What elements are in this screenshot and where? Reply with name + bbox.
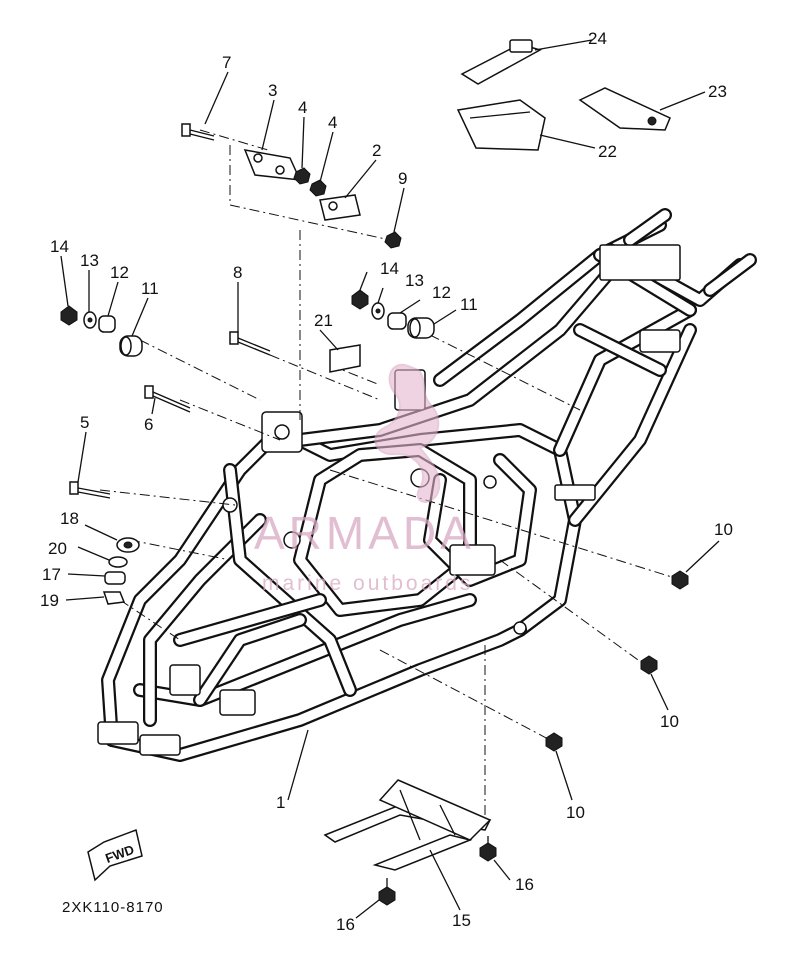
nut-10-c-icon: [545, 732, 563, 752]
callout-18: 18: [60, 509, 79, 528]
nut-10-b-icon: [640, 655, 658, 675]
bolt-5-icon: [181, 123, 215, 141]
bushing-11-right-icon: [407, 317, 435, 339]
nut-4-a-icon: [293, 167, 311, 185]
callout-15: 15: [452, 911, 471, 930]
strap-24-icon: [460, 39, 542, 85]
watermark-tagline: marine outboards: [262, 572, 473, 595]
bolt-16-b-icon: [378, 878, 396, 906]
callout-4-a: 4: [298, 98, 307, 117]
callout-6: 5: [80, 413, 89, 432]
callout-leaders: [60, 39, 720, 919]
clip-19-icon: [102, 591, 126, 605]
main-frame: [97, 208, 757, 762]
callout-10-a: 10: [714, 520, 733, 539]
damper-18-icon: [116, 537, 140, 553]
part-code: 2XK110-8170: [62, 899, 164, 916]
bushing-11-left-icon: [119, 335, 143, 357]
exploded-parts: FWD: [60, 39, 689, 906]
callout-17: 17: [42, 565, 61, 584]
callout-24: 24: [588, 29, 607, 48]
callout-20: 20: [48, 539, 67, 558]
callout-13-right: 13: [405, 271, 424, 290]
callout-numbers: 7 3 4 4 2 9 24 23 22 14 13 12 11 8 21 14…: [40, 29, 733, 934]
callout-9: 9: [398, 169, 407, 188]
callout-13-left: 13: [80, 251, 99, 270]
bolt-8-icon: [229, 331, 271, 356]
bracket-3-icon: [243, 149, 302, 181]
washer-20-icon: [108, 556, 128, 568]
callout-11-left: 11: [141, 279, 159, 298]
callout-19: 19: [40, 591, 59, 610]
callout-2: 2: [372, 141, 381, 160]
nut-4-b-icon: [309, 179, 327, 197]
nut-9-icon: [384, 231, 402, 249]
callout-12-right: 12: [432, 283, 451, 302]
bolt-6-icon: [69, 481, 111, 499]
callout-10-c: 10: [566, 803, 585, 822]
nut-14-right-icon: [351, 289, 369, 310]
watermark-brand: ARMADA: [254, 507, 475, 559]
bolt-16-a-icon: [479, 836, 497, 862]
collar-12-left-icon: [98, 315, 116, 333]
callout-10-b: 10: [660, 712, 679, 731]
fwd-arrow-icon: FWD: [87, 828, 143, 882]
collar-17-icon: [104, 571, 126, 585]
collar-12-right-icon: [387, 312, 407, 330]
pad-22-icon: [456, 99, 546, 151]
callout-14-left: 14: [50, 237, 69, 256]
washer-13-right-icon: [371, 302, 385, 320]
callout-23: 23: [708, 82, 727, 101]
callout-11-right: 11: [460, 295, 478, 314]
skid-plate-15-icon: [323, 779, 492, 871]
nut-10-a-icon: [671, 570, 689, 590]
callout-21: 21: [314, 311, 333, 330]
nut-14-left-icon: [60, 305, 78, 326]
callout-16-a: 16: [515, 875, 534, 894]
dashed-leaders: [99, 129, 676, 820]
callout-4-b: 4: [328, 113, 337, 132]
label-plate-21-icon: [329, 344, 361, 373]
watermark: ARMADA marine outboards: [254, 363, 475, 595]
callout-14-right: 14: [380, 259, 399, 278]
bolt-7-icon: [144, 385, 191, 413]
callout-1: 1: [276, 793, 285, 812]
callout-7: 6: [144, 415, 153, 434]
strap-23-icon: [578, 87, 671, 131]
callout-5: 7: [222, 53, 231, 72]
callout-22: 22: [598, 142, 617, 161]
watermark-seahorse-icon: [374, 363, 441, 503]
bracket-2-icon: [319, 194, 361, 221]
washer-13-left-icon: [83, 311, 97, 329]
callout-3: 3: [268, 81, 277, 100]
callout-8: 8: [233, 263, 242, 282]
callout-16-b: 16: [336, 915, 355, 934]
callout-12-left: 12: [110, 263, 129, 282]
